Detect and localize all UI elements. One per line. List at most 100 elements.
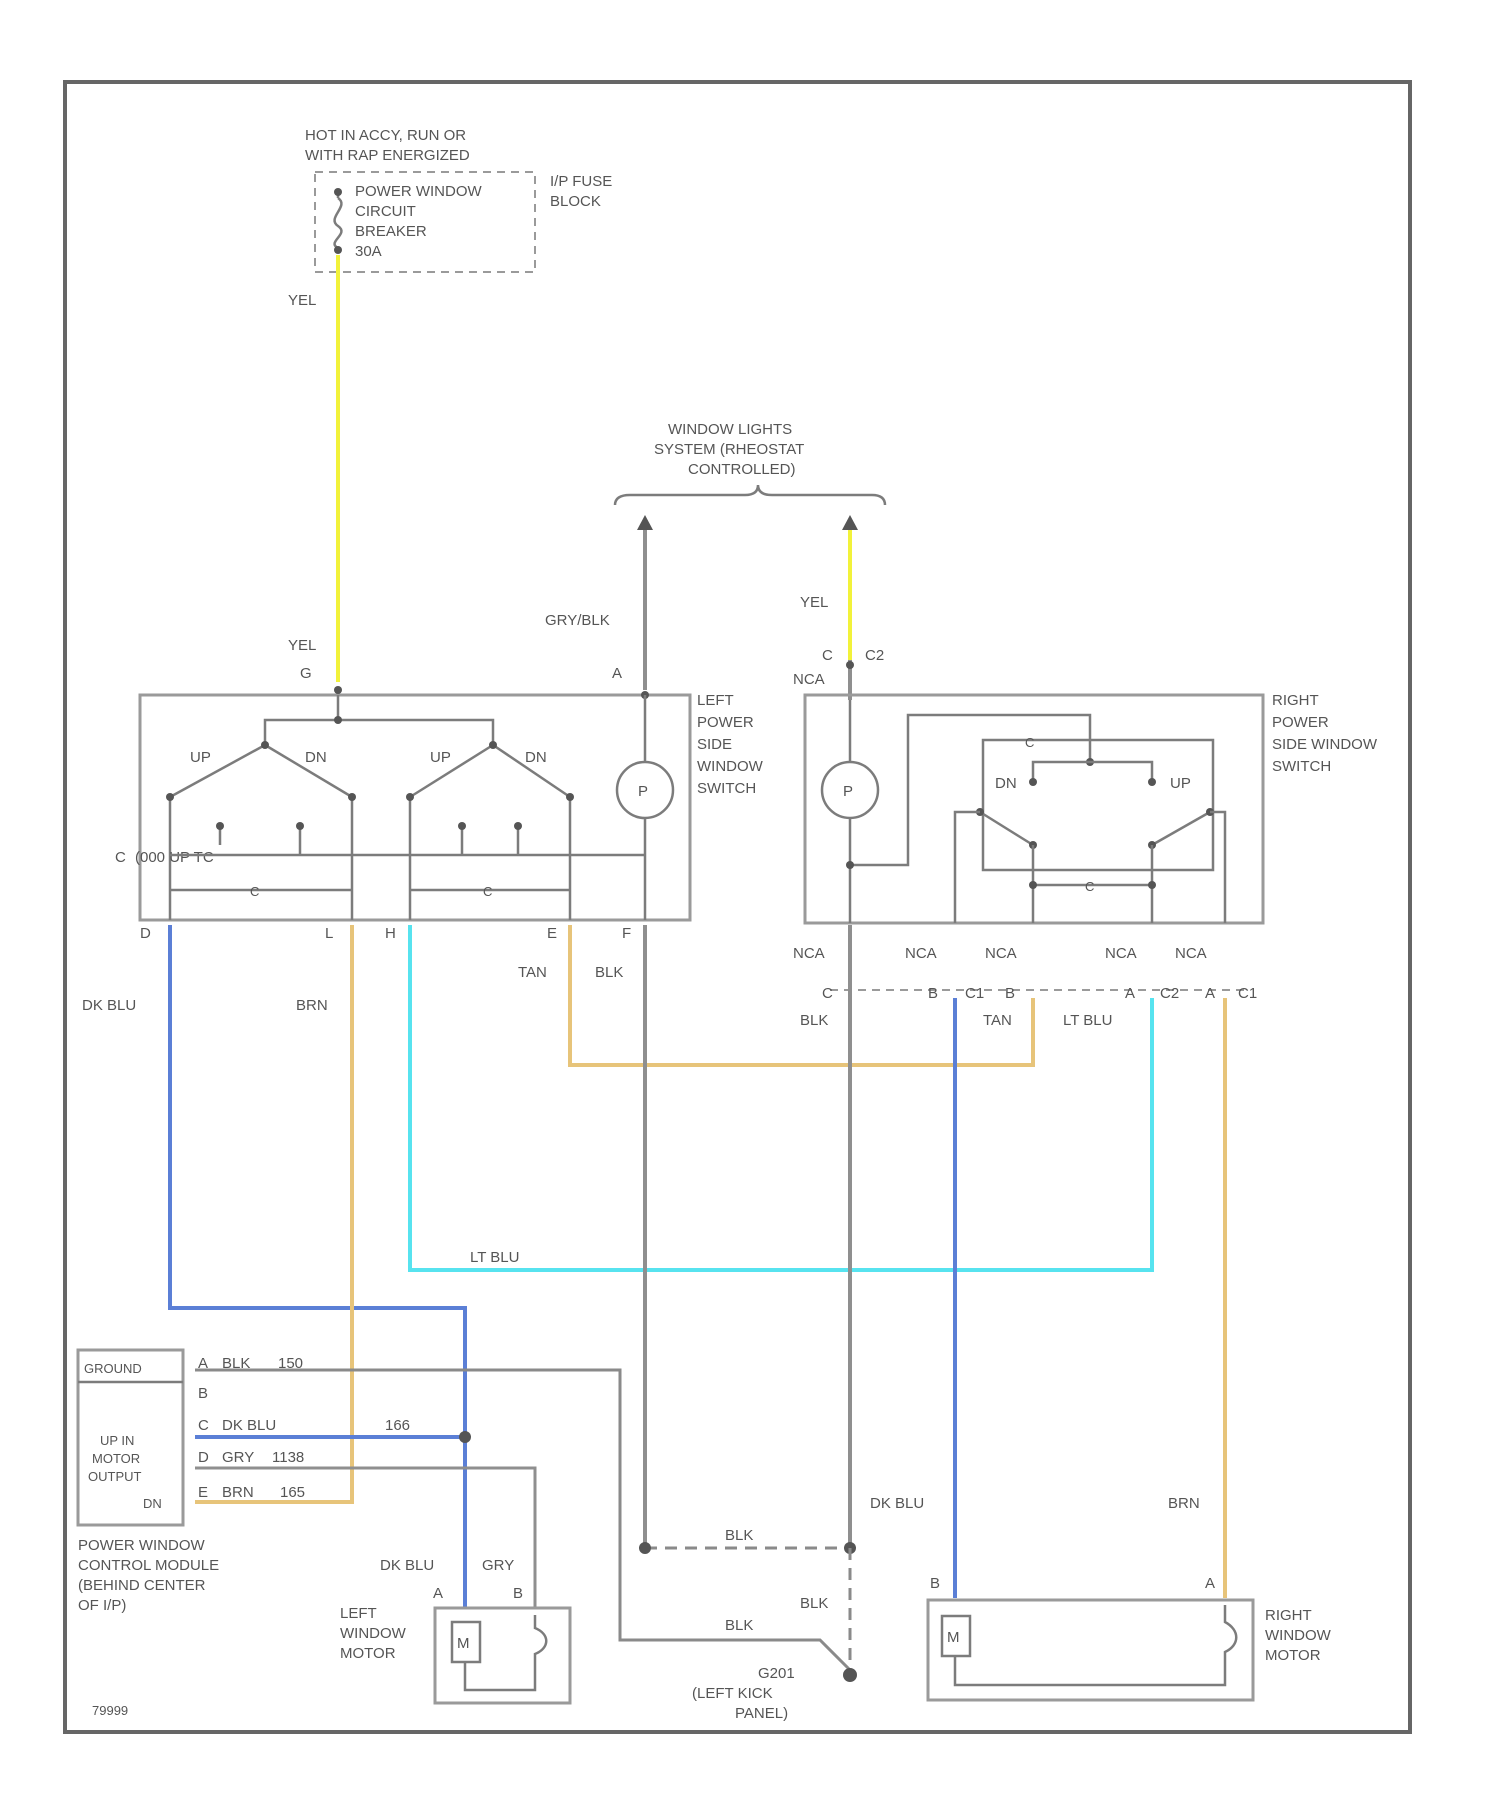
right-switch-inner-mark: C	[1025, 735, 1034, 750]
right-switch-internal-bus	[850, 715, 1090, 865]
control-module-pin-c: C	[198, 1417, 209, 1434]
right-switch-nca-1: NCA	[793, 945, 825, 962]
right-switch-bar-mark: C	[1085, 879, 1094, 894]
diagram-frame	[65, 82, 1410, 1732]
arrow-window-lights-right	[842, 515, 858, 530]
fuse-hot-line2: WITH RAP ENERGIZED	[305, 147, 470, 164]
left-switch-box	[140, 695, 690, 920]
ground-label-line2: (LEFT KICK	[692, 1685, 773, 1702]
left-switch-label-line3: SIDE	[697, 736, 732, 753]
left-switch-pin-e: E	[547, 925, 557, 942]
left-switch-label-line1: LEFT	[697, 692, 734, 709]
window-lights-line1: WINDOW LIGHTS	[668, 421, 792, 438]
control-module-pin-e-num: 165	[280, 1484, 305, 1501]
control-module-ground: GROUND	[84, 1361, 142, 1376]
control-module-pin-e-wire: BRN	[222, 1484, 254, 1501]
left-switch-node-3	[406, 793, 414, 801]
control-module-up-in-line2: MOTOR	[92, 1451, 140, 1466]
fuse-breaker-line1: POWER WINDOW	[355, 183, 482, 200]
circuit-breaker-symbol	[335, 192, 342, 248]
right-switch-nca-top: NCA	[793, 671, 825, 688]
control-module-pin-a: A	[198, 1355, 208, 1372]
window-lights-line3: CONTROLLED)	[688, 461, 796, 478]
wire-label-dk-blu2: DK BLU	[870, 1495, 924, 1512]
right-switch-nca-3: NCA	[985, 945, 1017, 962]
control-module-title-line4: OF I/P)	[78, 1597, 126, 1614]
figure-id: 79999	[92, 1703, 128, 1718]
wire-label-yel1: YEL	[288, 292, 316, 309]
right-motor-pin-b: B	[930, 1575, 940, 1592]
left-switch-label-line2: POWER	[697, 714, 754, 731]
window-lights-brace	[615, 485, 885, 505]
control-module-title-line3: (BEHIND CENTER	[78, 1577, 206, 1594]
right-switch-label-line1: RIGHT	[1272, 692, 1319, 709]
right-switch-connector-c: C	[822, 647, 833, 664]
circuit-breaker-terminal-top	[334, 188, 342, 196]
right-switch-dn-label: DN	[995, 775, 1017, 792]
control-module-pin-d: D	[198, 1449, 209, 1466]
left-switch-pin-d: D	[140, 925, 151, 942]
control-module-title-line2: CONTROL MODULE	[78, 1557, 219, 1574]
splice-left	[639, 1542, 651, 1554]
control-module-pin-b: B	[198, 1385, 208, 1402]
left-switch1-up-label: UP	[190, 749, 211, 766]
left-power-window-switch: LEFT POWER SIDE WINDOW SWITCH G A UP DN …	[115, 665, 764, 942]
right-switch-nca-2: NCA	[905, 945, 937, 962]
right-switch-pin-c1b: C1	[1238, 985, 1257, 1002]
fuse-breaker-line2: CIRCUIT	[355, 203, 416, 220]
left-motor-winding	[465, 1615, 546, 1690]
right-switch-bar-node-1	[1029, 881, 1037, 889]
fuse-block: HOT IN ACCY, RUN OR WITH RAP ENERGIZED P…	[305, 127, 612, 272]
right-switch-label-line4: SWITCH	[1272, 758, 1331, 775]
control-module-up-in-line3: OUTPUT	[88, 1469, 142, 1484]
right-motor-label-line3: MOTOR	[1265, 1647, 1321, 1664]
left-switch-pin-l: L	[325, 925, 333, 942]
right-switch-pin-a1: A	[1125, 985, 1135, 1002]
left-switch-pin-c-label: (000 UP TC	[135, 849, 214, 866]
left-motor-pin-a: A	[433, 1585, 443, 1602]
wire-label-blk3: BLK	[725, 1527, 753, 1544]
left-switch-bar-mark-1: C	[250, 884, 259, 899]
right-switch-bus-node	[846, 861, 854, 869]
right-switch-dn-contact	[1029, 778, 1037, 786]
left-switch-pin-h: H	[385, 925, 396, 942]
left-motor-wire2: GRY	[482, 1557, 514, 1574]
left-switch-contact-dot-a	[216, 822, 224, 830]
splice-dk-blu	[459, 1431, 471, 1443]
control-module-pin-a-wire: BLK	[222, 1355, 250, 1372]
left-switch2-dn-label: DN	[525, 749, 547, 766]
wire-label-blk: BLK	[595, 964, 623, 981]
left-motor-pin-b: B	[513, 1585, 523, 1602]
left-switch1-pivot	[261, 741, 269, 749]
right-switch-inner-frame	[983, 740, 1213, 870]
wire-label-dk-blu: DK BLU	[82, 997, 136, 1014]
right-switch-pin-c: C	[822, 985, 833, 1002]
left-switch-pin-g: G	[300, 665, 312, 682]
wire-label-tan: TAN	[518, 964, 547, 981]
wire-label-yel2: YEL	[288, 637, 316, 654]
right-switch-label-line3: SIDE WINDOW	[1272, 736, 1378, 753]
wire-label-blk5: BLK	[725, 1617, 753, 1634]
left-switch-node-4	[566, 793, 574, 801]
wire-label-blk4: BLK	[800, 1595, 828, 1612]
control-module-pin-a-num: 150	[278, 1355, 303, 1372]
right-switch-pivot-right	[1090, 762, 1152, 780]
ground-g201-point	[843, 1668, 857, 1682]
left-switch-label-line4: WINDOW	[697, 758, 764, 775]
arrow-window-lights-left	[637, 515, 653, 530]
window-lights-line2: SYSTEM (RHEOSTAT	[654, 441, 804, 458]
left-motor-label-line3: MOTOR	[340, 1645, 396, 1662]
right-switch-pin-b2: B	[1005, 985, 1015, 1002]
left-switch-contact-dot-d	[514, 822, 522, 830]
wire-brn-left	[195, 925, 352, 1502]
left-switch-terminal-g	[334, 686, 342, 694]
ground-label-line1: G201	[758, 1665, 795, 1682]
control-module-title-line1: POWER WINDOW	[78, 1537, 205, 1554]
left-switch1-dn-label: DN	[305, 749, 327, 766]
control-module-up-in-line1: UP IN	[100, 1433, 134, 1448]
control-module-pin-c-num: 166	[385, 1417, 410, 1434]
right-switch-pin-c1: C1	[965, 985, 984, 1002]
right-motor-label-line2: WINDOW	[1265, 1627, 1332, 1644]
fuse-block-line1: I/P FUSE	[550, 173, 612, 190]
